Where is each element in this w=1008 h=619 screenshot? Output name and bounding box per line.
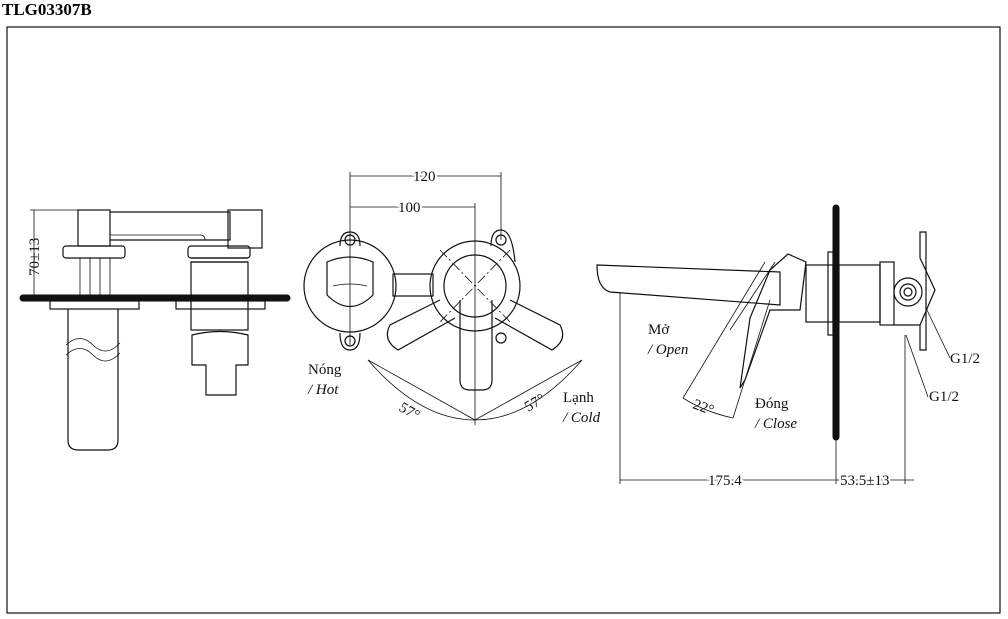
model-title: TLG03307B [2, 0, 92, 19]
wall-depth-dimension: 53.5±13 [840, 473, 889, 489]
cold-label: Lạnh [563, 390, 594, 406]
hot-label-en: / Hot [307, 382, 339, 398]
supply-pipe [67, 309, 119, 451]
thread-label-1: G1/2 [950, 351, 980, 367]
close-label-en: / Close [754, 416, 797, 432]
dimension-100: 100 [398, 200, 421, 216]
lever [739, 253, 807, 389]
cold-label-en: / Cold [562, 410, 601, 426]
spout-arm [110, 211, 231, 241]
mixer-body [429, 240, 521, 332]
inlet-connector [893, 277, 923, 307]
thread-label-2: G1/2 [929, 389, 959, 405]
close-label: Đóng [755, 396, 789, 412]
side-view: 70±13 [19, 209, 291, 451]
handle-hot-position [386, 299, 456, 351]
angle-cold: 57° [522, 391, 548, 415]
handle-cold-position [494, 299, 564, 351]
front-view: 120 100 57° 57° Nóng / Hot Lạnh / Cold [303, 167, 601, 426]
drawing-frame [6, 26, 1001, 614]
spout [596, 264, 781, 306]
wall-plate [19, 294, 291, 302]
wall-plate-profile [832, 204, 840, 441]
profile-view: 22° Mở / Open Đóng / Close 175.4 53.5±13… [596, 204, 980, 491]
handle-center [459, 300, 493, 391]
height-dimension: 70±13 [27, 238, 43, 276]
spout-length-dimension: 175.4 [708, 473, 742, 489]
dimension-120: 120 [413, 169, 436, 185]
hot-valve [303, 239, 397, 333]
lever-angle: 22° [691, 397, 716, 419]
open-label-en: / Open [647, 342, 688, 358]
hot-label: Nóng [308, 362, 342, 378]
open-label: Mở [648, 322, 670, 338]
